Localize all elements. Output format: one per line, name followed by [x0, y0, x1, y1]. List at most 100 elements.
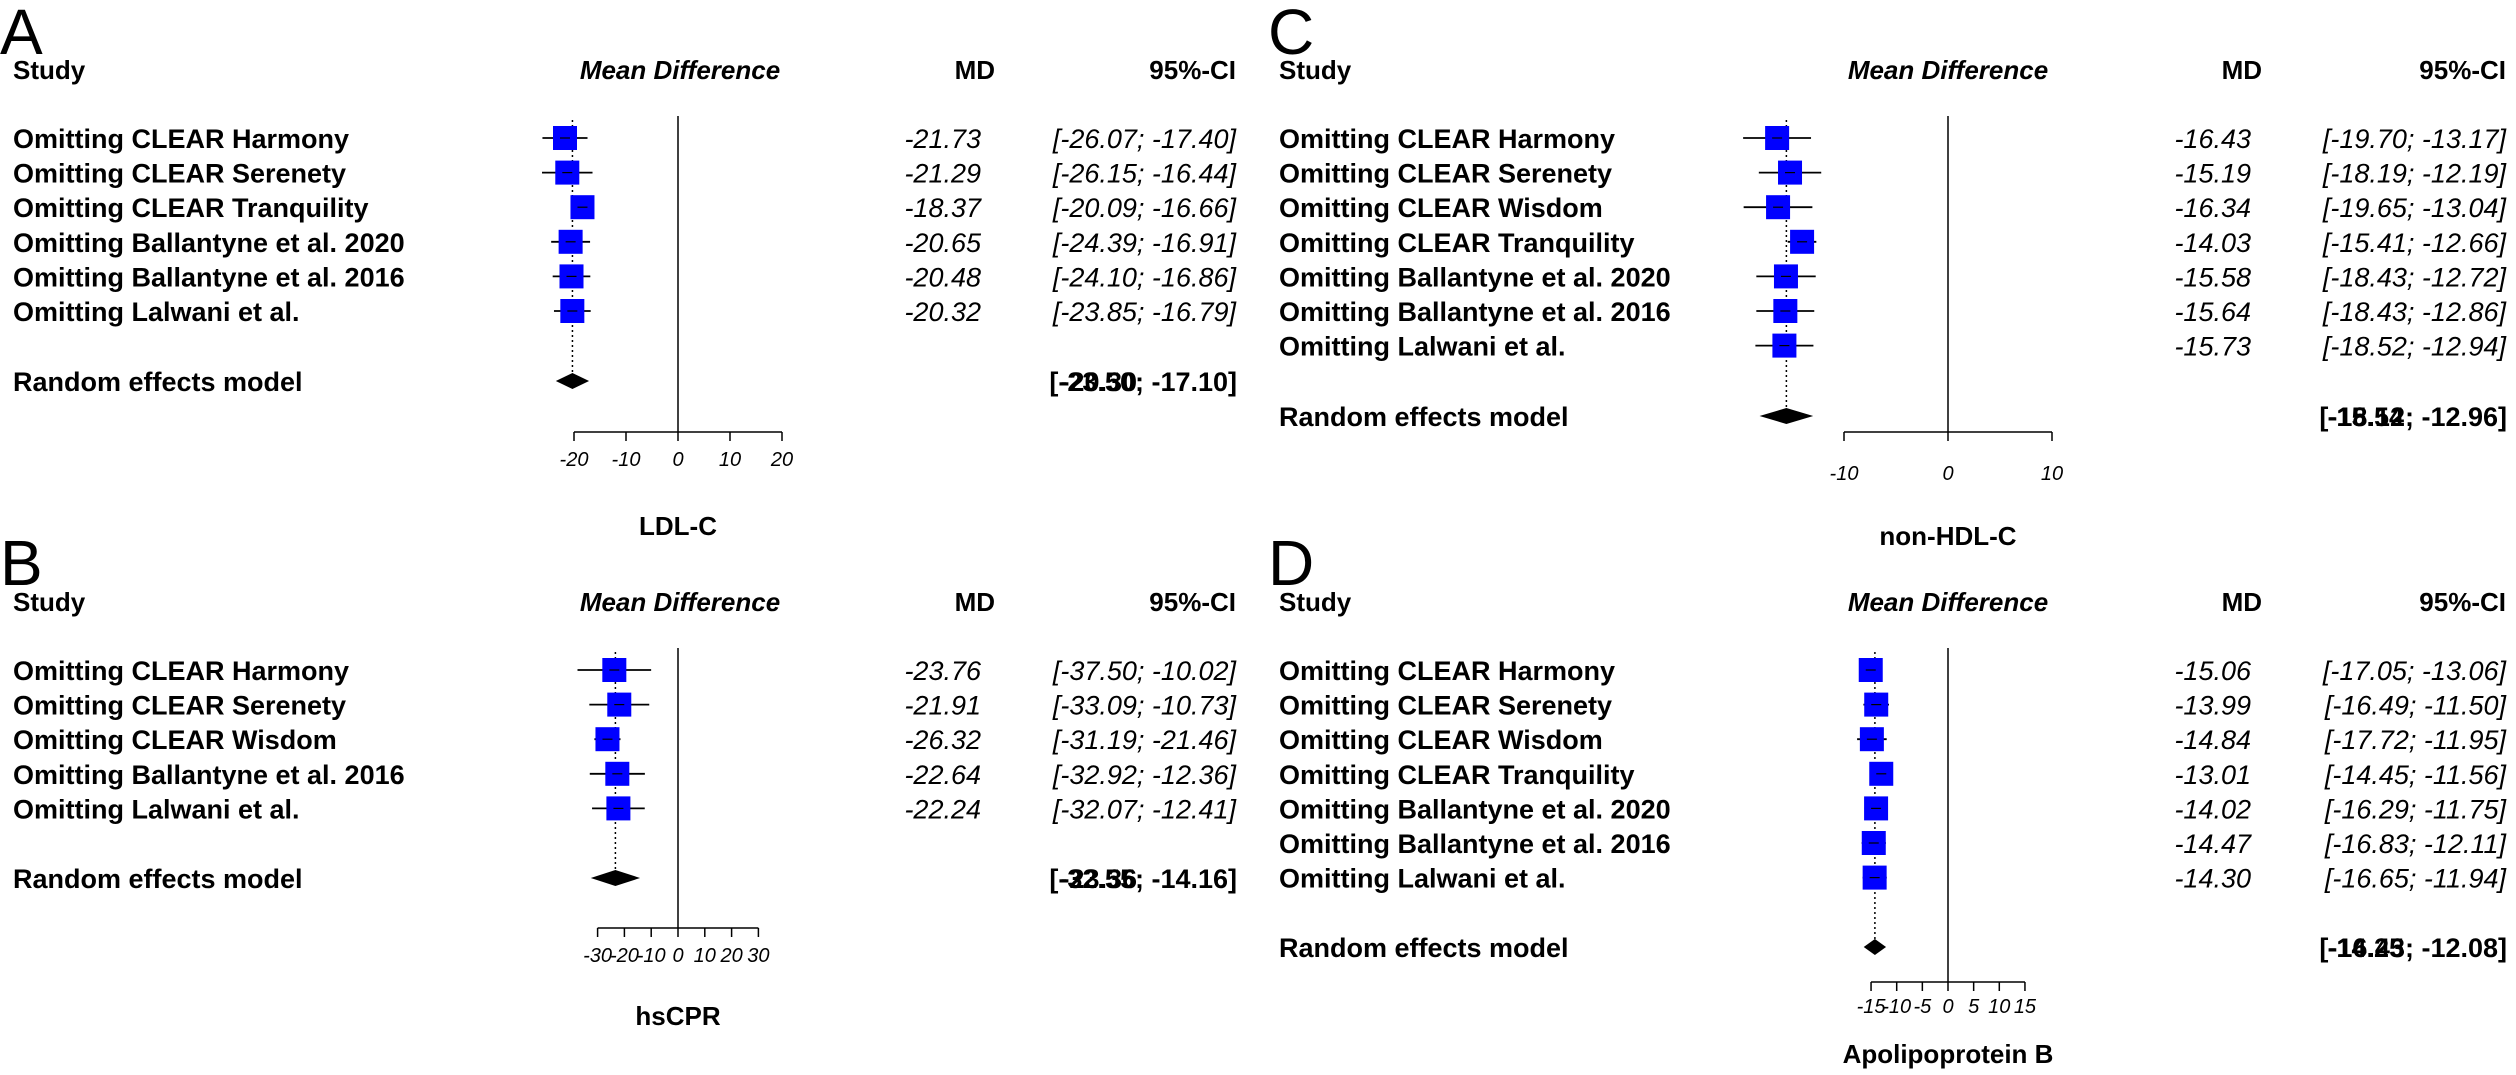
panel-b-model-label: Random effects model: [13, 864, 303, 894]
panel-c-ci-value: [-18.43; -12.86]: [2322, 297, 2508, 327]
panel-b-tick-label: 10: [694, 945, 716, 967]
panel-a-md-value: -18.37: [904, 193, 982, 223]
panel-a-letter: A: [0, 0, 43, 68]
panel-a-study-label: Omitting CLEAR Serenety: [13, 159, 346, 189]
panel-a-ci-value: [-26.15; -16.44]: [1052, 159, 1238, 189]
panel-b-ci-value: [-32.92; -12.36]: [1052, 760, 1238, 790]
panel-b-md-value: -23.76: [904, 656, 982, 686]
panel-d-letter: D: [1268, 527, 1314, 599]
panel-d-ci-value: [-17.05; -13.06]: [2322, 656, 2508, 686]
panel-d-tick-label: -5: [1913, 996, 1932, 1018]
panel-a-header-md: MD: [955, 55, 995, 85]
panel-b-ci-value: [-32.07; -12.41]: [1052, 794, 1238, 824]
panel-b-ci-value: [-37.50; -10.02]: [1052, 656, 1238, 686]
panel-d-tick-label: 10: [1988, 996, 2010, 1018]
panel-d-header-effect: Mean Difference: [1848, 587, 2048, 617]
panel-b-ci-value: [-31.19; -21.46]: [1052, 725, 1238, 755]
panel-c-pooled-ci: [-18.12; -12.96]: [2319, 402, 2507, 432]
panel-a-md-value: -21.73: [904, 124, 981, 154]
panel-d-pooled-diamond: [1863, 939, 1887, 955]
panel-a-x-axis-label: LDL-C: [639, 511, 717, 541]
panel-a-study-label: Omitting CLEAR Tranquility: [13, 193, 369, 223]
panel-a-pooled-ci: [-23.50; -17.10]: [1049, 367, 1237, 397]
panel-b-tick-label: -30: [583, 945, 612, 967]
panel-d-ci-value: [-16.49; -11.50]: [2324, 691, 2508, 721]
panel-a-pooled-md: -20.30: [1060, 367, 1137, 397]
panel-b-study-label: Omitting Ballantyne et al. 2016: [13, 760, 405, 790]
panel-c-ci-value: [-15.41; -12.66]: [2322, 228, 2508, 258]
panel-c-ci-value: [-18.43; -12.72]: [2322, 262, 2508, 292]
panel-b-header-effect: Mean Difference: [580, 587, 780, 617]
panel-b-study-label: Omitting Lalwani et al.: [13, 794, 300, 824]
panel-d-ci-value: [-16.65; -11.94]: [2324, 864, 2508, 894]
panel-d-tick-label: 15: [2014, 996, 2037, 1018]
panel-b-x-axis-label: hsCPR: [635, 1001, 720, 1031]
panel-d-md-value: -13.99: [2174, 691, 2251, 721]
panel-a-ci-value: [-23.85; -16.79]: [1052, 297, 1238, 327]
panel-b-tick-label: -10: [637, 945, 666, 967]
panel-a-model-label: Random effects model: [13, 367, 303, 397]
panel-d-ci-value: [-14.45; -11.56]: [2324, 760, 2508, 790]
panel-b-pooled-ci: [-32.55; -14.16]: [1049, 864, 1237, 894]
panel-a-ci-value: [-24.39; -16.91]: [1052, 228, 1238, 258]
panel-c-ci-value: [-19.65; -13.04]: [2322, 193, 2508, 223]
panel-a-md-value: -21.29: [904, 159, 981, 189]
panel-d-tick-label: 5: [1968, 996, 1980, 1018]
panel-a-header-study: Study: [13, 55, 86, 85]
panel-d-study-label: Omitting Ballantyne et al. 2020: [1279, 794, 1671, 824]
panel-a-header-ci: 95%-CI: [1149, 55, 1236, 85]
panel-d-x-axis-label: Apolipoprotein B: [1843, 1039, 2054, 1069]
panel-b-tick-label: 0: [672, 945, 683, 967]
panel-c-study-label: Omitting Lalwani et al.: [1279, 332, 1566, 362]
panel-c-header-effect: Mean Difference: [1848, 55, 2048, 85]
panel-a-ci-value: [-26.07; -17.40]: [1052, 124, 1238, 154]
panel-c-md-value: -16.34: [2174, 193, 2251, 223]
panel-c-study-label: Omitting CLEAR Harmony: [1279, 124, 1615, 154]
panel-c-x-axis-label: non-HDL-C: [1879, 521, 2016, 551]
panel-d-md-value: -14.30: [2174, 864, 2251, 894]
panel-d-md-value: -14.84: [2174, 725, 2251, 755]
panel-a-tick-label: -20: [560, 449, 589, 471]
panel-d-ci-value: [-16.83; -12.11]: [2324, 829, 2508, 859]
panel-a-tick-label: 0: [672, 449, 683, 471]
panel-c-pooled-md: -15.54: [2327, 402, 2404, 432]
panel-d-tick-label: -10: [1882, 996, 1911, 1018]
panel-c-header-study: Study: [1279, 55, 1352, 85]
panel-d-header-ci: 95%-CI: [2419, 587, 2506, 617]
panel-d-study-label: Omitting CLEAR Tranquility: [1279, 760, 1635, 790]
panel-c-study-label: Omitting CLEAR Wisdom: [1279, 193, 1603, 223]
panel-d-tick-label: -15: [1857, 996, 1887, 1018]
panel-c-model-label: Random effects model: [1279, 402, 1569, 432]
panel-c-tick-label: 10: [2041, 463, 2063, 485]
panel-c-letter: C: [1268, 0, 1314, 68]
panel-a-header-effect: Mean Difference: [580, 55, 780, 85]
panel-c-tick-label: -10: [1830, 463, 1859, 485]
panel-b-md-value: -22.64: [904, 760, 981, 790]
panel-c-md-value: -15.64: [2174, 297, 2251, 327]
panel-d-study-label: Omitting CLEAR Wisdom: [1279, 725, 1603, 755]
panel-a-tick-label: -10: [612, 449, 641, 471]
panel-d-study-label: Omitting Ballantyne et al. 2016: [1279, 829, 1671, 859]
panel-b-ci-value: [-33.09; -10.73]: [1052, 691, 1238, 721]
panel-d-study-label: Omitting CLEAR Harmony: [1279, 656, 1615, 686]
panel-b-pooled-diamond: [590, 870, 641, 886]
panel-c-header-ci: 95%-CI: [2419, 55, 2506, 85]
panel-b-header-md: MD: [955, 587, 995, 617]
panel-b-pooled-md: -23.36: [1060, 864, 1137, 894]
panel-c-study-label: Omitting CLEAR Serenety: [1279, 159, 1612, 189]
panel-c-ci-value: [-18.52; -12.94]: [2322, 332, 2508, 362]
panel-c-md-value: -15.58: [2174, 262, 2251, 292]
panel-a-study-label: Omitting Ballantyne et al. 2020: [13, 228, 405, 258]
panel-c-md-value: -14.03: [2174, 228, 2251, 258]
panel-a-study-label: Omitting Lalwani et al.: [13, 297, 300, 327]
panel-a-md-value: -20.65: [904, 228, 982, 258]
panel-c-study-label: Omitting Ballantyne et al. 2016: [1279, 297, 1671, 327]
panel-d-md-value: -14.47: [2174, 829, 2252, 859]
panel-b-header-study: Study: [13, 587, 86, 617]
panel-d-tick-label: 0: [1942, 996, 1953, 1018]
panel-b-study-label: Omitting CLEAR Harmony: [13, 656, 349, 686]
panel-d-header-md: MD: [2222, 587, 2262, 617]
panel-d-ci-value: [-16.29; -11.75]: [2324, 794, 2508, 824]
panel-c-tick-label: 0: [1942, 463, 1953, 485]
panel-c-md-value: -16.43: [2174, 124, 2251, 154]
